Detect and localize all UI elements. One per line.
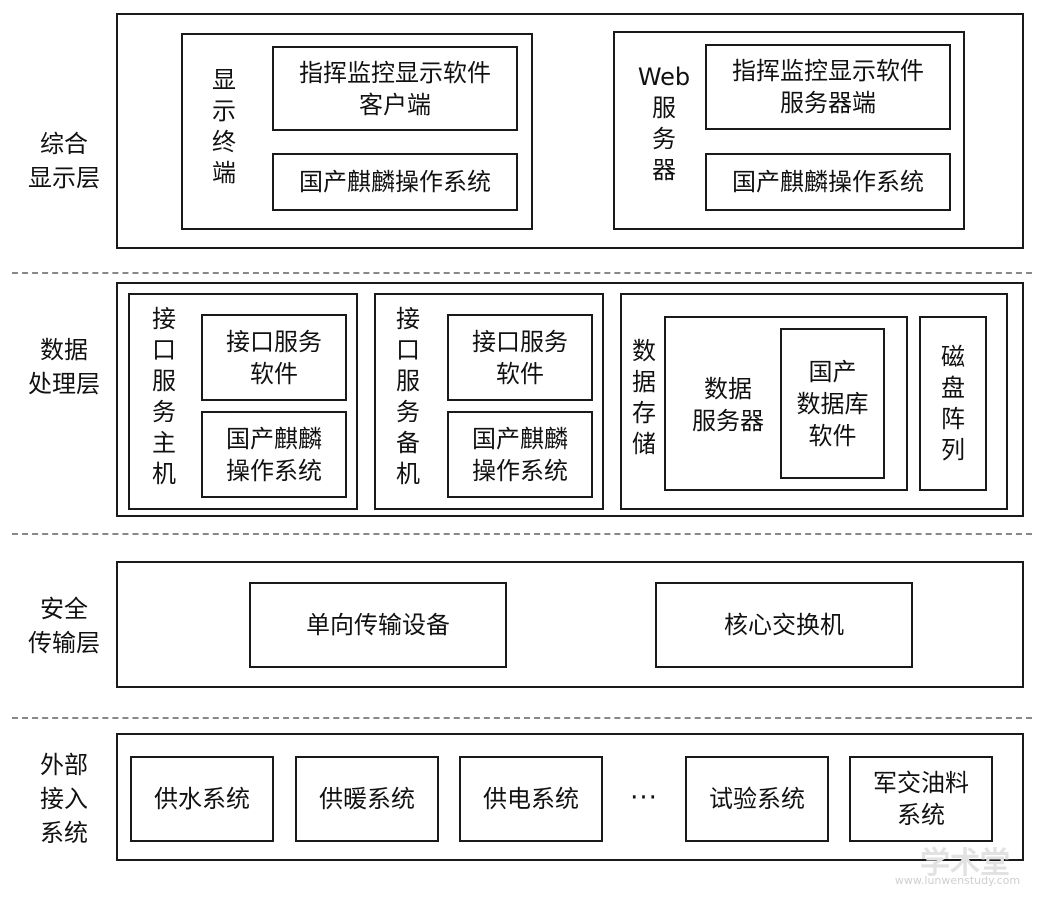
external-system-test: 试验系统 — [685, 756, 829, 842]
layer-label-external: 外部 接入 系统 — [40, 751, 88, 847]
terminal-software-box: 指挥监控显示软件 客户端 — [272, 46, 518, 131]
separator-1 — [12, 272, 1032, 274]
external-system-heating: 供暖系统 — [295, 756, 439, 842]
primary-host-label: 接 口 服 务 主 机 — [152, 305, 176, 488]
layer-label-display: 综合 显示层 — [28, 130, 100, 192]
separator-2 — [12, 533, 1032, 535]
primary-os-box: 国产麒麟 操作系统 — [201, 411, 347, 498]
primary-interface-software-box: 接口服务 软件 — [201, 314, 347, 401]
layer-label-security: 安全 传输层 — [28, 595, 100, 657]
display-terminal-label: 显 示 终 端 — [212, 66, 236, 187]
layer-label-processing: 数据 处理层 — [28, 336, 100, 398]
domestic-db-software-box: 国产 数据库 软件 — [780, 328, 885, 479]
data-storage-label: 数 据 存 储 — [632, 337, 656, 458]
backup-interface-software-box: 接口服务 软件 — [447, 314, 593, 401]
external-system-water: 供水系统 — [130, 756, 274, 842]
terminal-os-box: 国产麒麟操作系统 — [272, 153, 518, 211]
web-software-box: 指挥监控显示软件 服务器端 — [705, 44, 951, 130]
watermark-logo: 学术堂 — [920, 846, 1010, 881]
oneway-transmission-device-box: 单向传输设备 — [249, 582, 507, 668]
external-system-fuel: 军交油料 系统 — [849, 756, 993, 842]
external-system-power: 供电系统 — [459, 756, 603, 842]
external-systems-ellipsis: ··· — [630, 783, 658, 813]
data-server-label: 数据 服务器 — [692, 375, 764, 435]
web-server-label: Web 服 务 器 — [637, 63, 691, 184]
watermark-url: www.lunwenstudy.com — [894, 874, 1021, 887]
separator-3 — [12, 717, 1032, 719]
web-os-box: 国产麒麟操作系统 — [705, 153, 951, 211]
backup-os-box: 国产麒麟 操作系统 — [447, 411, 593, 498]
disk-array-box: 磁 盘 阵 列 — [919, 316, 987, 491]
core-switch-box: 核心交换机 — [655, 582, 913, 668]
backup-host-label: 接 口 服 务 备 机 — [396, 305, 420, 488]
